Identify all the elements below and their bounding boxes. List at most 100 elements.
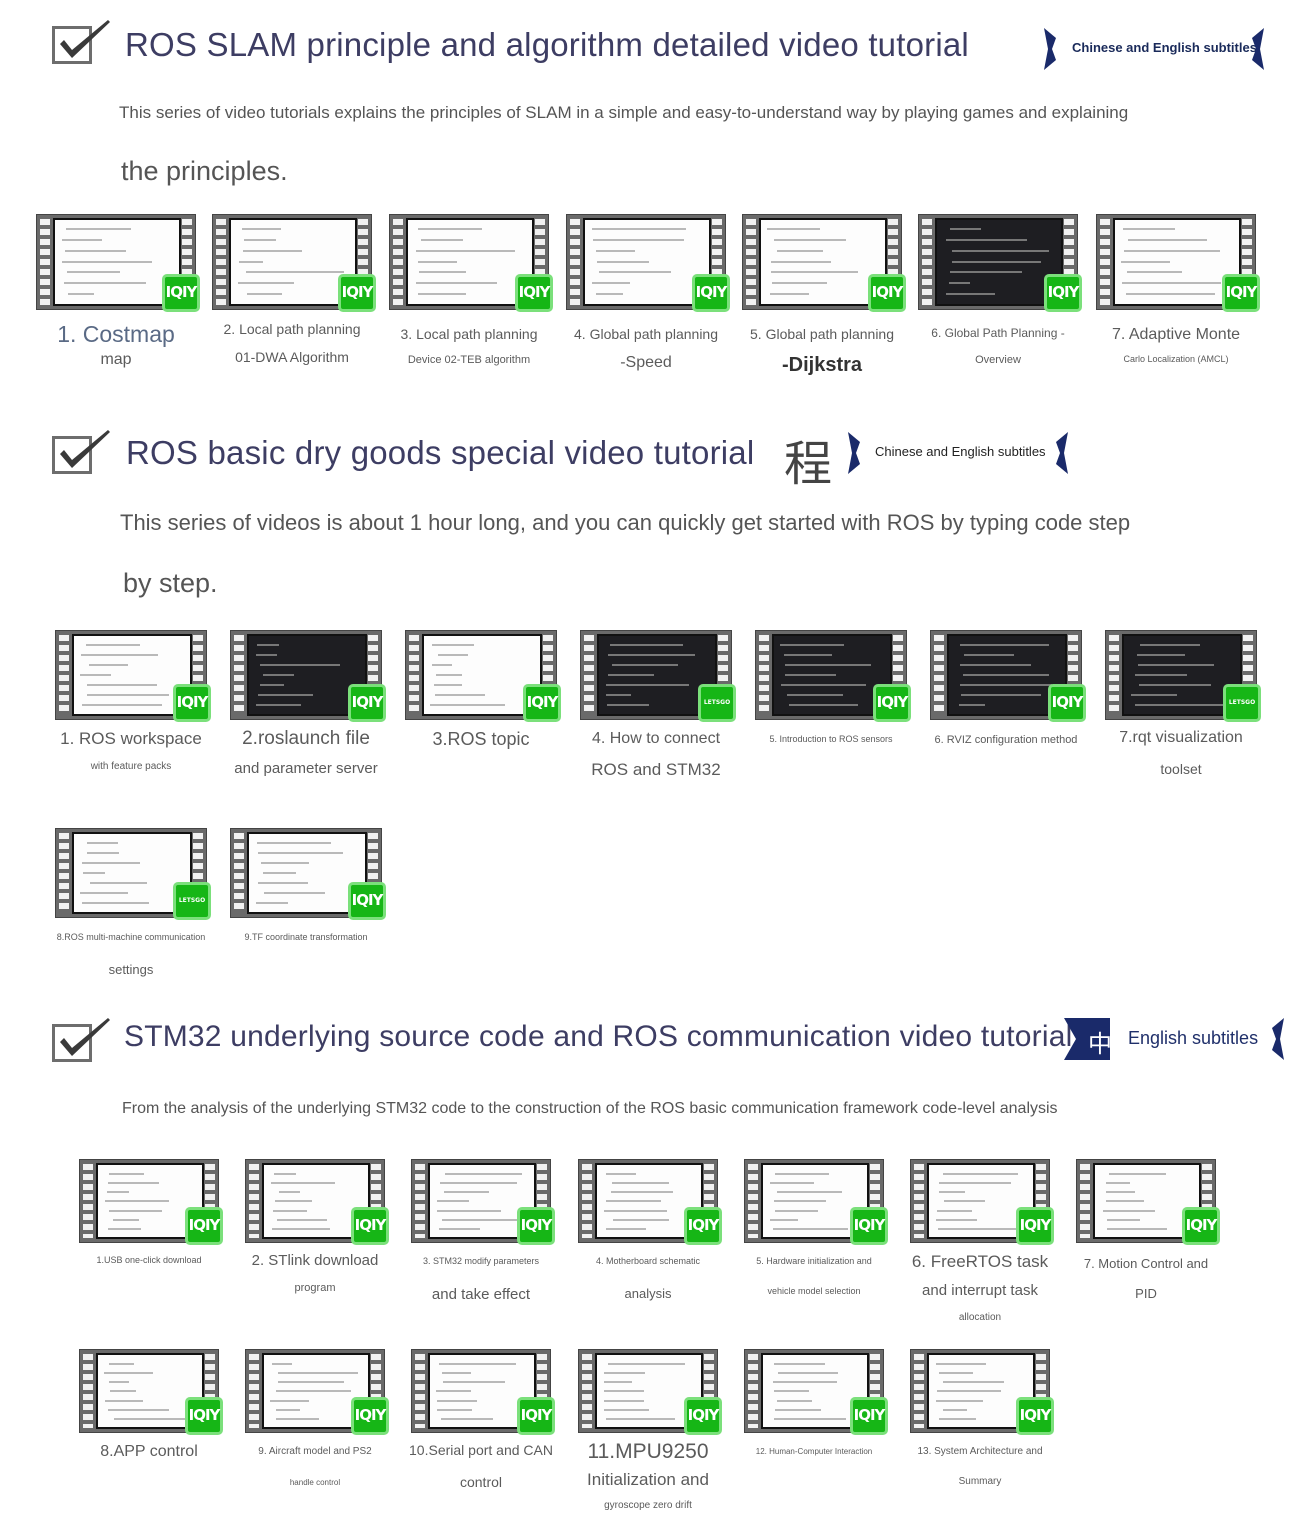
video-thumbnail[interactable]: IQIY <box>1076 1159 1224 1257</box>
video-caption-line[interactable]: 2. Local path planning <box>223 321 361 337</box>
video-thumbnail[interactable]: IQIY <box>744 1349 892 1447</box>
video-caption-line[interactable]: -Speed <box>620 354 672 371</box>
video-thumbnail[interactable]: IQIY <box>230 828 390 932</box>
film-strip <box>389 214 549 310</box>
video-caption-line[interactable]: analysis <box>624 1286 672 1301</box>
video-caption-line[interactable]: allocation <box>958 1312 1002 1323</box>
video-caption-line[interactable]: PID <box>1135 1286 1157 1301</box>
section-description-line: From the analysis of the underlying STM3… <box>122 1100 1058 1117</box>
iqiyi-logo-icon: IQIY <box>348 882 386 920</box>
video-preview-screen <box>759 218 887 306</box>
video-caption-line[interactable]: 1. ROS workspace <box>60 729 202 748</box>
video-caption-line[interactable]: and interrupt task <box>922 1282 1038 1299</box>
video-caption-line[interactable]: Initialization and <box>587 1470 709 1489</box>
section-description-line: the principles. <box>121 156 288 186</box>
video-caption-line[interactable]: 7. Motion Control and <box>1083 1256 1209 1271</box>
video-thumbnail[interactable]: LETSGO <box>1105 630 1265 734</box>
video-caption-line[interactable]: map <box>100 351 132 368</box>
iqiyi-logo-icon: IQIY <box>850 1207 888 1245</box>
video-preview-screen <box>947 634 1067 716</box>
video-caption-line[interactable]: 01-DWA Algorithm <box>235 349 349 365</box>
video-caption-line[interactable]: ROS and STM32 <box>591 760 721 779</box>
video-caption-line[interactable]: 4. Global path planning <box>574 326 718 342</box>
video-caption-line[interactable]: 8.APP control <box>100 1443 198 1460</box>
video-thumbnail[interactable]: IQIY <box>742 214 910 324</box>
video-thumbnail[interactable]: IQIY <box>245 1159 393 1257</box>
film-strip <box>245 1159 385 1243</box>
video-caption-line[interactable]: program <box>294 1282 336 1294</box>
video-caption-line[interactable]: Overview <box>975 354 1021 366</box>
video-preview-screen <box>247 634 367 716</box>
video-caption-line[interactable]: toolset <box>1160 761 1202 777</box>
video-caption-line[interactable]: gyroscope zero drift <box>604 1500 692 1511</box>
iqiyi-logo-icon: IQIY <box>684 1207 722 1245</box>
video-thumbnail[interactable]: IQIY <box>755 630 915 734</box>
video-thumbnail[interactable]: IQIY <box>578 1159 726 1257</box>
video-caption-line[interactable]: 6. Global Path Planning - <box>931 326 1065 340</box>
video-caption-line[interactable]: 3. STM32 modify parameters <box>422 1256 540 1266</box>
video-caption-line[interactable]: 11.MPU9250 <box>587 1440 709 1463</box>
video-thumbnail[interactable]: IQIY <box>910 1159 1058 1257</box>
video-caption-line[interactable]: 10.Serial port and CAN <box>409 1442 553 1458</box>
video-preview-screen <box>935 218 1063 306</box>
video-caption-line[interactable]: 8.ROS multi-machine communication <box>56 932 206 942</box>
video-caption-line[interactable]: Device 02-TEB algorithm <box>407 354 531 366</box>
video-caption-line[interactable]: 7. Adaptive Monte <box>1111 326 1241 343</box>
iqiyi-logo-icon: IQIY <box>515 274 553 312</box>
video-caption-line[interactable]: 12. Human-Computer Interaction <box>755 1447 873 1456</box>
video-thumbnail[interactable]: IQIY <box>212 214 380 324</box>
video-caption-line[interactable]: settings <box>108 962 154 977</box>
video-thumbnail[interactable]: IQIY <box>910 1349 1058 1447</box>
video-thumbnail[interactable]: IQIY <box>566 214 734 324</box>
video-thumbnail[interactable]: IQIY <box>389 214 557 324</box>
video-thumbnail[interactable]: IQIY <box>79 1159 227 1257</box>
film-strip <box>742 214 902 310</box>
video-thumbnail[interactable]: IQIY <box>55 630 215 734</box>
video-thumbnail[interactable]: IQIY <box>930 630 1090 734</box>
film-strip <box>1105 630 1257 720</box>
video-caption-line[interactable]: 7.rqt visualization <box>1119 729 1243 746</box>
video-caption-line[interactable]: Summary <box>958 1476 1002 1487</box>
video-preview-screen <box>1113 218 1241 306</box>
section-title: ROS SLAM principle and algorithm detaile… <box>125 26 969 63</box>
video-caption-line[interactable]: 6. RVIZ configuration method <box>934 734 1078 746</box>
video-thumbnail[interactable]: IQIY <box>411 1159 559 1257</box>
video-caption-line[interactable]: 13. System Architecture and <box>917 1446 1043 1457</box>
video-caption-line[interactable]: 2.roslaunch file <box>242 728 370 749</box>
video-caption-line[interactable]: 9.TF coordinate transformation <box>244 932 368 942</box>
checkbox-checked-icon <box>52 18 114 68</box>
video-caption-line[interactable]: 5. Hardware initialization and <box>756 1256 872 1266</box>
video-thumbnail[interactable]: IQIY <box>36 214 204 324</box>
video-thumbnail[interactable]: IQIY <box>578 1349 726 1447</box>
video-caption-line[interactable]: 1.USB one-click download <box>96 1255 202 1265</box>
video-caption-line[interactable]: 6. FreeRTOS task <box>911 1252 1049 1271</box>
video-caption-line[interactable]: 3. Local path planning <box>400 326 538 342</box>
video-thumbnail[interactable]: IQIY <box>411 1349 559 1447</box>
video-caption-line[interactable]: handle control <box>289 1478 341 1487</box>
video-caption-line[interactable]: 1. Costmap <box>57 321 175 347</box>
video-thumbnail[interactable]: IQIY <box>1096 214 1264 324</box>
video-caption-line[interactable]: and take effect <box>431 1286 531 1303</box>
video-caption-line[interactable]: 5. Global path planning <box>750 326 894 342</box>
video-caption-line[interactable]: 4. How to connect <box>591 730 721 747</box>
video-caption-line[interactable]: vehicle model selection <box>767 1286 861 1296</box>
video-thumbnail[interactable]: IQIY <box>744 1159 892 1257</box>
video-caption-line[interactable]: 4. Motherboard schematic <box>595 1256 701 1266</box>
video-thumbnail[interactable]: IQIY <box>79 1349 227 1447</box>
video-thumbnail[interactable]: IQIY <box>405 630 565 734</box>
video-caption-line[interactable]: Carlo Localization (AMCL) <box>1123 354 1229 364</box>
video-caption-line[interactable]: control <box>459 1474 503 1490</box>
video-thumbnail[interactable]: IQIY <box>230 630 390 734</box>
checkbox-checked-icon <box>52 1016 114 1066</box>
video-caption-line[interactable]: 2. STlink download <box>251 1252 379 1269</box>
video-thumbnail[interactable]: IQIY <box>918 214 1086 324</box>
video-caption-line[interactable]: 9. Aircraft model and PS2 <box>258 1446 372 1457</box>
video-caption-line[interactable]: 5. Introduction to ROS sensors <box>769 734 893 744</box>
video-caption-line[interactable]: with feature packs <box>90 761 172 772</box>
video-thumbnail[interactable]: LETSGO <box>580 630 740 734</box>
video-caption-line[interactable]: 3.ROS topic <box>432 729 530 749</box>
video-thumbnail[interactable]: IQIY <box>245 1349 393 1447</box>
video-caption-line[interactable]: -Dijkstra <box>781 354 863 376</box>
video-thumbnail[interactable]: LETSGO <box>55 828 215 932</box>
video-caption-line[interactable]: and parameter server <box>234 760 378 777</box>
